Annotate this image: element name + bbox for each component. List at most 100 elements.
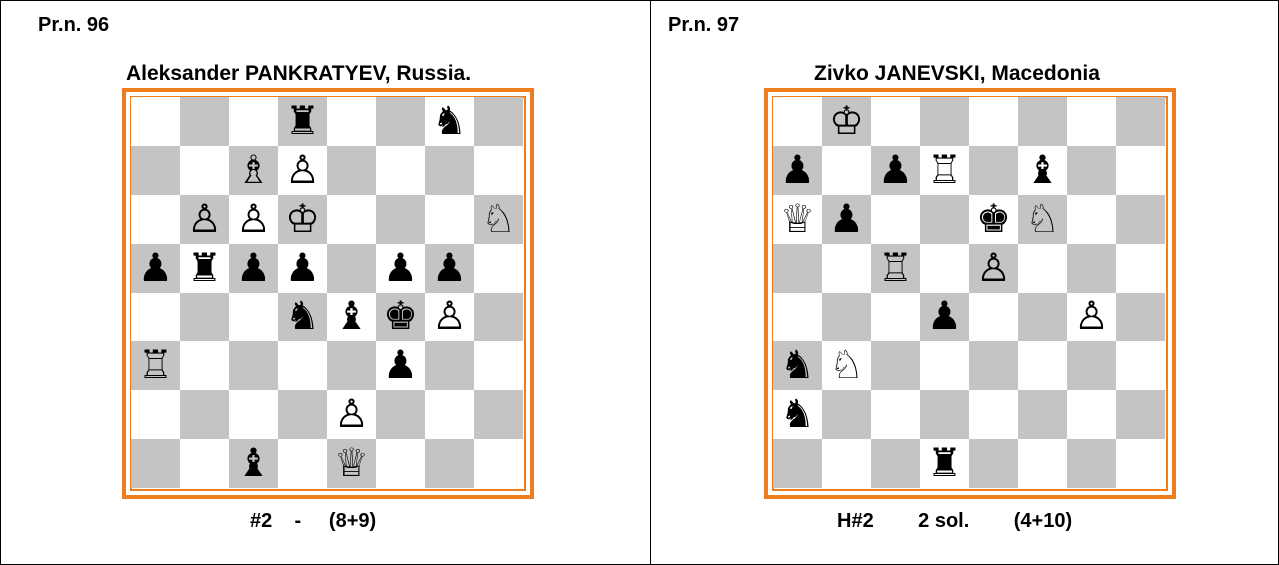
board-square (969, 97, 1018, 146)
board-square: ♙ (180, 195, 229, 244)
board-square (822, 439, 871, 488)
board-square (773, 97, 822, 146)
board-square (1067, 244, 1116, 293)
white-pawn-icon: ♙ (1074, 297, 1109, 336)
black-pawn-icon: ♟ (780, 151, 815, 190)
board-square (1116, 244, 1165, 293)
black-pawn-icon: ♟ (829, 200, 864, 239)
black-knight-icon: ♞ (285, 297, 320, 336)
board-square (180, 390, 229, 439)
board-square (1018, 439, 1067, 488)
board-square: ♟ (871, 146, 920, 195)
black-rook-icon: ♜ (927, 444, 962, 483)
black-bishop-icon: ♝ (334, 297, 369, 336)
board-square (920, 341, 969, 390)
white-pawn-icon: ♙ (334, 395, 369, 434)
black-pawn-icon: ♟ (236, 249, 271, 288)
board-square (376, 390, 425, 439)
board-square (920, 97, 969, 146)
board-square (969, 439, 1018, 488)
white-knight-icon: ♘ (1025, 200, 1060, 239)
board-square (773, 439, 822, 488)
board-square (1116, 293, 1165, 342)
board-square (474, 244, 523, 293)
board-square (1067, 390, 1116, 439)
board-square (822, 244, 871, 293)
board-square: ♕ (773, 195, 822, 244)
problem-number: Pr.n. 96 (38, 14, 109, 37)
black-bishop-icon: ♝ (1025, 151, 1060, 190)
board-square (474, 390, 523, 439)
board-square: ♘ (822, 341, 871, 390)
board-square (131, 439, 180, 488)
white-king-icon: ♔ (829, 102, 864, 141)
board-square (131, 97, 180, 146)
black-king-icon: ♚ (976, 200, 1011, 239)
board-square: ♙ (327, 390, 376, 439)
white-queen-icon: ♕ (780, 200, 815, 239)
board-square: ♞ (278, 293, 327, 342)
board-square (180, 146, 229, 195)
board-square (425, 146, 474, 195)
problem-stipulation: H#2 2 sol. (4+10) (837, 510, 1072, 533)
board-square (376, 439, 425, 488)
board-square: ♔ (278, 195, 327, 244)
black-pawn-icon: ♟ (927, 297, 962, 336)
board-square: ♙ (969, 244, 1018, 293)
white-pawn-icon: ♙ (236, 200, 271, 239)
board-square: ♔ (822, 97, 871, 146)
board-square (131, 146, 180, 195)
board-square (773, 244, 822, 293)
white-bishop-icon: ♗ (236, 151, 271, 190)
problem-author: Zivko JANEVSKI, Macedonia (814, 62, 1154, 86)
black-pawn-icon: ♟ (432, 249, 467, 288)
white-pawn-icon: ♙ (976, 249, 1011, 288)
white-rook-icon: ♖ (878, 249, 913, 288)
board-square: ♟ (920, 293, 969, 342)
chess-board-frame: ♜♞♗♙♙♙♔♘♟♜♟♟♟♟♞♝♚♙♖♟♙♝♕ (122, 88, 534, 499)
board-square (1018, 293, 1067, 342)
board-square (1067, 341, 1116, 390)
problem-stipulation: #2 - (8+9) (250, 510, 376, 533)
board-square (180, 341, 229, 390)
board-square (474, 341, 523, 390)
chess-board: ♔♟♟♖♝♕♟♚♘♖♙♟♙♞♘♞♜ (773, 97, 1165, 488)
black-pawn-icon: ♟ (878, 151, 913, 190)
board-square (278, 341, 327, 390)
board-square (229, 341, 278, 390)
board-square: ♜ (278, 97, 327, 146)
white-queen-icon: ♕ (334, 444, 369, 483)
board-square (1116, 146, 1165, 195)
board-square: ♟ (425, 244, 474, 293)
white-rook-icon: ♖ (138, 346, 173, 385)
black-bishop-icon: ♝ (236, 444, 271, 483)
white-knight-icon: ♘ (481, 200, 516, 239)
problem-panel-97: Pr.n. 97 Zivko JANEVSKI, Macedonia ♔♟♟♖♝… (651, 0, 1279, 565)
problem-panel-96: Pr.n. 96 Aleksander PANKRATYEV, Russia. … (0, 0, 650, 565)
board-square: ♙ (278, 146, 327, 195)
black-knight-icon: ♞ (432, 102, 467, 141)
board-square (131, 195, 180, 244)
board-square (822, 146, 871, 195)
board-square: ♗ (229, 146, 278, 195)
board-square (920, 244, 969, 293)
board-square (920, 390, 969, 439)
board-square (1116, 97, 1165, 146)
board-square (327, 195, 376, 244)
board-square (1067, 439, 1116, 488)
white-pawn-icon: ♙ (432, 297, 467, 336)
white-knight-icon: ♘ (829, 346, 864, 385)
board-square: ♙ (425, 293, 474, 342)
black-knight-icon: ♞ (780, 346, 815, 385)
board-square (229, 97, 278, 146)
board-square: ♖ (920, 146, 969, 195)
board-square (327, 341, 376, 390)
black-rook-icon: ♜ (285, 102, 320, 141)
board-square (376, 146, 425, 195)
board-square (474, 146, 523, 195)
board-square (180, 293, 229, 342)
board-square: ♙ (1067, 293, 1116, 342)
board-square (180, 439, 229, 488)
board-square (1116, 195, 1165, 244)
board-square (474, 293, 523, 342)
